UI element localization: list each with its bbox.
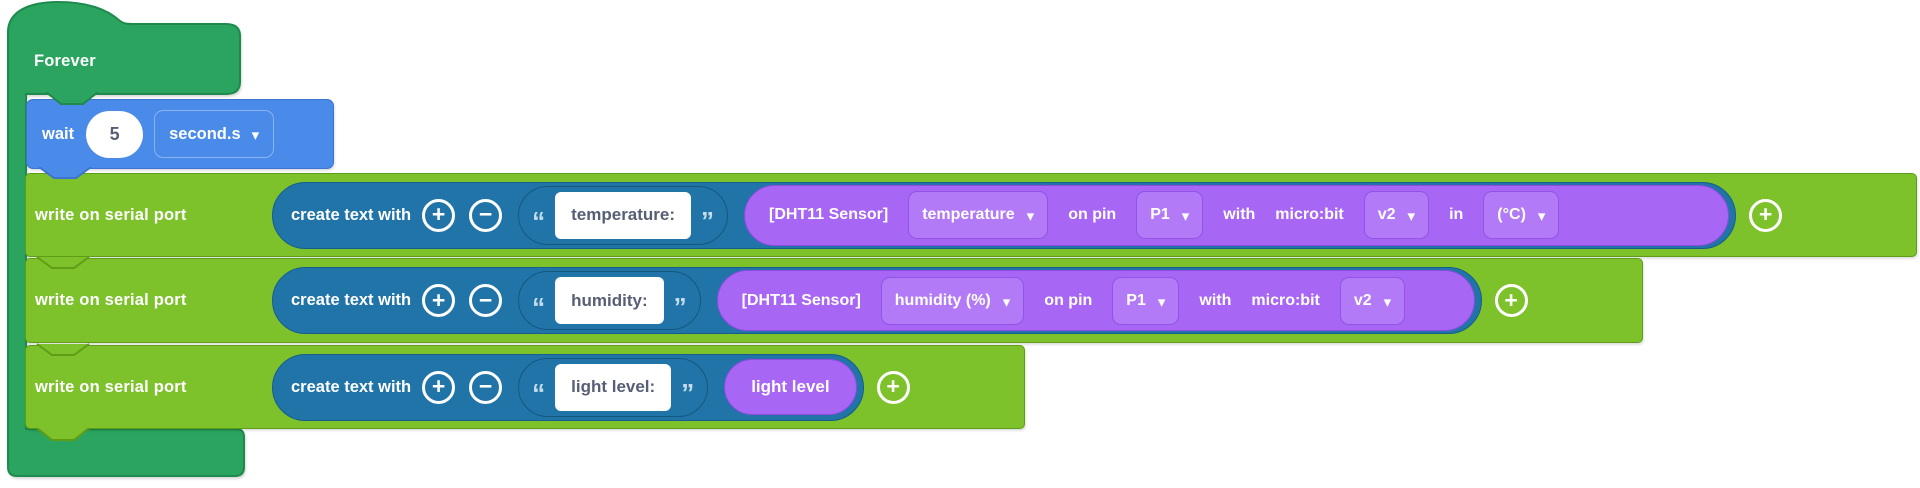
write-serial-block-light[interactable]: write on serial port create text with + … <box>25 343 1025 429</box>
device-label: micro:bit <box>1251 291 1320 309</box>
on-pin-label: on pin <box>1044 291 1093 309</box>
create-text-label: create text with <box>291 291 412 309</box>
in-label: in <box>1449 206 1464 223</box>
pin-dropdown[interactable]: P1 ▾ <box>1112 276 1180 325</box>
sensor-label: [DHT11 Sensor] <box>769 206 889 223</box>
chevron-down-icon: ▾ <box>1026 208 1035 225</box>
pin-value: P1 <box>1126 291 1146 309</box>
measurement-dropdown[interactable]: humidity (%) ▾ <box>880 276 1025 325</box>
write-serial-label: write on serial port <box>35 291 187 309</box>
chevron-down-icon: ▾ <box>1002 293 1011 311</box>
measurement-value: humidity (%) <box>894 291 991 309</box>
version-value: v2 <box>1353 291 1372 309</box>
write-serial-block-temperature[interactable]: write on serial port create text with + … <box>25 173 1917 257</box>
minus-icon[interactable]: − <box>469 284 503 317</box>
version-dropdown[interactable]: v2 ▾ <box>1339 276 1406 325</box>
chevron-down-icon: ▾ <box>251 127 260 144</box>
version-dropdown[interactable]: v2 ▾ <box>1363 191 1430 239</box>
pin-value: P1 <box>1150 206 1170 223</box>
chevron-down-icon: ▾ <box>1157 293 1166 311</box>
sensor-label: [DHT11 Sensor] <box>741 291 861 309</box>
dht11-sensor-block[interactable]: [DHT11 Sensor] temperature ▾ on pin P1 ▾… <box>744 184 1730 246</box>
string-block[interactable]: “ temperature: ” <box>518 185 729 245</box>
minus-icon[interactable]: − <box>469 370 503 404</box>
chevron-down-icon: ▾ <box>1537 208 1546 225</box>
create-text-block[interactable]: create text with + − “ light level: ” li… <box>272 353 864 421</box>
pin-dropdown[interactable]: P1 ▾ <box>1136 191 1204 239</box>
measurement-dropdown[interactable]: temperature ▾ <box>908 191 1049 239</box>
on-pin-label: on pin <box>1068 206 1117 223</box>
dht11-sensor-block[interactable]: [DHT11 Sensor] humidity (%) ▾ on pin P1 … <box>716 270 1475 331</box>
with-label: with <box>1199 291 1232 309</box>
create-text-block[interactable]: create text with + − “ humidity: ” [DHT1… <box>272 267 1482 334</box>
block-notch <box>36 256 90 269</box>
string-block[interactable]: “ light level: ” <box>518 357 709 417</box>
write-serial-block-humidity[interactable]: write on serial port create text with + … <box>25 256 1643 343</box>
expand-plus-icon[interactable]: + <box>876 370 910 404</box>
minus-icon[interactable]: − <box>469 198 503 232</box>
write-serial-label: write on serial port <box>35 205 187 224</box>
wait-value-input[interactable]: 5 <box>86 110 144 158</box>
plus-icon[interactable]: + <box>422 284 456 317</box>
forever-inner-tab <box>45 92 99 105</box>
unit-value: (°C) <box>1497 206 1526 223</box>
create-text-label: create text with <box>291 377 412 396</box>
wait-unit-dropdown[interactable]: second.s ▾ <box>154 110 275 158</box>
plus-icon[interactable]: + <box>422 198 456 232</box>
string-input[interactable]: light level: <box>555 363 672 411</box>
chevron-down-icon: ▾ <box>1181 208 1190 225</box>
chevron-down-icon: ▾ <box>1383 293 1392 311</box>
version-value: v2 <box>1377 206 1396 223</box>
with-label: with <box>1223 206 1256 223</box>
row-bottom-tab <box>36 428 90 441</box>
string-block[interactable]: “ humidity: ” <box>518 271 701 330</box>
string-input[interactable]: temperature: <box>555 191 692 239</box>
forever-label: Forever <box>34 52 96 70</box>
wait-block[interactable]: wait 5 second.s ▾ <box>26 99 334 179</box>
chevron-down-icon: ▾ <box>1407 208 1416 225</box>
unit-dropdown[interactable]: (°C) ▾ <box>1483 191 1560 239</box>
forever-block-shape[interactable] <box>0 0 260 488</box>
wait-label: wait <box>42 124 75 143</box>
plus-icon[interactable]: + <box>422 370 456 404</box>
create-text-label: create text with <box>291 205 412 224</box>
light-level-block[interactable]: light level <box>724 359 857 415</box>
block-notch <box>36 343 90 356</box>
device-label: micro:bit <box>1275 206 1344 223</box>
expand-plus-icon[interactable]: + <box>1749 198 1783 232</box>
wait-unit-value: second.s <box>169 124 241 143</box>
write-serial-label: write on serial port <box>35 377 187 396</box>
create-text-block[interactable]: create text with + − “ temperature: ” [D… <box>272 181 1737 249</box>
measurement-value: temperature <box>922 206 1015 223</box>
string-input[interactable]: humidity: <box>555 277 664 324</box>
expand-plus-icon[interactable]: + <box>1494 284 1528 317</box>
